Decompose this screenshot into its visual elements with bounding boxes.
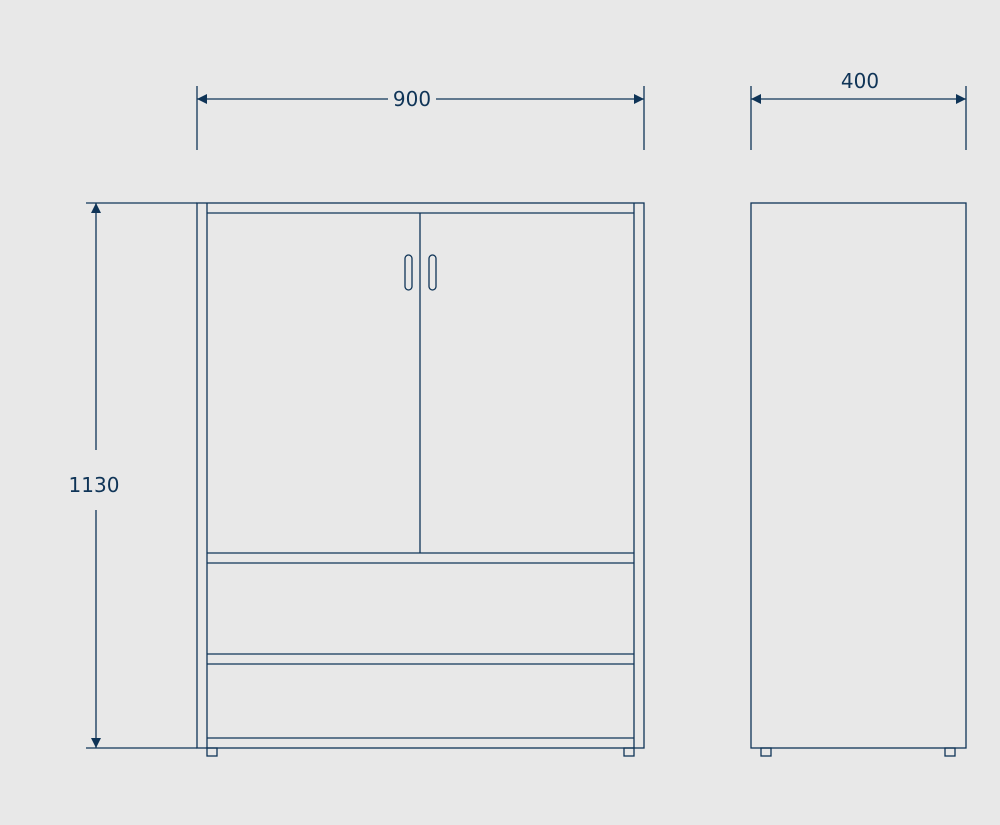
side-outline [750,202,967,749]
front-foot-right [623,747,635,757]
depth-dimension: 400 [750,69,967,150]
width-dimension-label: 900 [393,87,431,111]
front-view [196,202,645,757]
side-view [750,202,967,757]
width-dimension: 900 [196,86,645,150]
side-foot-right [944,747,956,757]
front-foot-left [206,747,218,757]
left-door-handle [404,254,413,291]
side-foot-left [760,747,772,757]
cabinet-outline [196,202,645,749]
depth-dimension-label: 400 [841,69,879,93]
height-dimension-label: 1130 [69,473,120,497]
height-dimension: 1130 [69,202,197,749]
right-door-handle [428,254,437,291]
